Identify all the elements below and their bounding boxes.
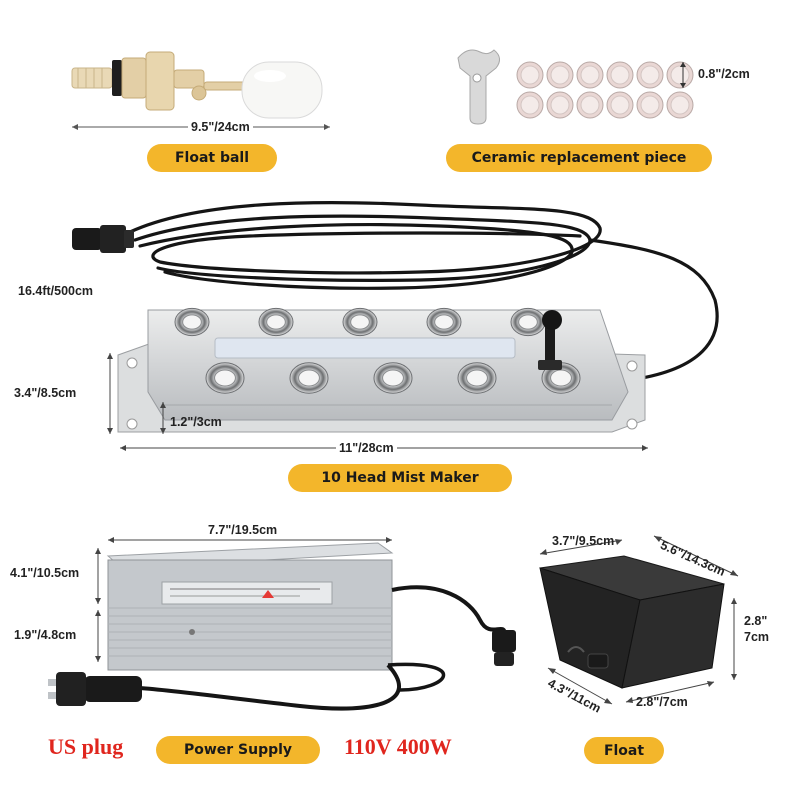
power-rating: 110V 400W <box>344 734 452 759</box>
ceramic-disc <box>606 91 634 119</box>
float-top-width: 3.7"/9.5cm <box>552 534 615 548</box>
float-height-in: 2.8" <box>744 614 768 628</box>
power-supply-depth: 1.9"/4.8cm <box>14 628 77 642</box>
us-plug-label: US plug <box>48 734 124 759</box>
mist-head <box>426 307 462 337</box>
float-ball-label: Float ball <box>147 144 277 172</box>
ceramic-disc <box>576 61 604 89</box>
ceramic-disc <box>606 61 634 89</box>
mist-maker-label: 10 Head Mist Maker <box>288 464 512 492</box>
mist-maker-base-height: 1.2"/3cm <box>170 415 222 429</box>
float-height-cm: 7cm <box>744 630 770 644</box>
ceramic-disc <box>546 61 574 89</box>
float-bottom-width: 2.8"/7cm <box>636 695 688 709</box>
mist-head <box>541 362 581 394</box>
mist-maker-length: 11"/28cm <box>336 441 397 455</box>
float-ball-length: 9.5"/24cm <box>188 120 253 134</box>
power-supply-height: 4.1"/10.5cm <box>10 566 80 580</box>
ceramic-disc <box>516 91 544 119</box>
ceramic-disc <box>636 61 664 89</box>
ceramic-disc <box>516 61 544 89</box>
mist-head <box>510 307 546 337</box>
power-supply-width: 7.7"/19.5cm <box>208 523 278 537</box>
ceramic-disc <box>576 91 604 119</box>
ceramic-disc <box>666 61 694 89</box>
mist-head <box>205 362 245 394</box>
ceramic-diameter: 0.8"/2cm <box>698 67 750 81</box>
mist-head <box>174 307 210 337</box>
mist-head <box>373 362 413 394</box>
ceramic-disc <box>546 91 574 119</box>
ceramic-label: Ceramic replacement piece <box>446 144 712 172</box>
mist-head <box>342 307 378 337</box>
mist-maker-height: 3.4"/8.5cm <box>14 386 77 400</box>
float-label: Float <box>584 737 664 764</box>
power-supply-label: Power Supply <box>156 736 320 764</box>
ceramic-disc <box>636 91 664 119</box>
ceramic-disc <box>666 91 694 119</box>
mist-head <box>457 362 497 394</box>
mist-maker-cable-length: 16.4ft/500cm <box>18 284 94 298</box>
mist-head <box>289 362 329 394</box>
mist-head <box>258 307 294 337</box>
